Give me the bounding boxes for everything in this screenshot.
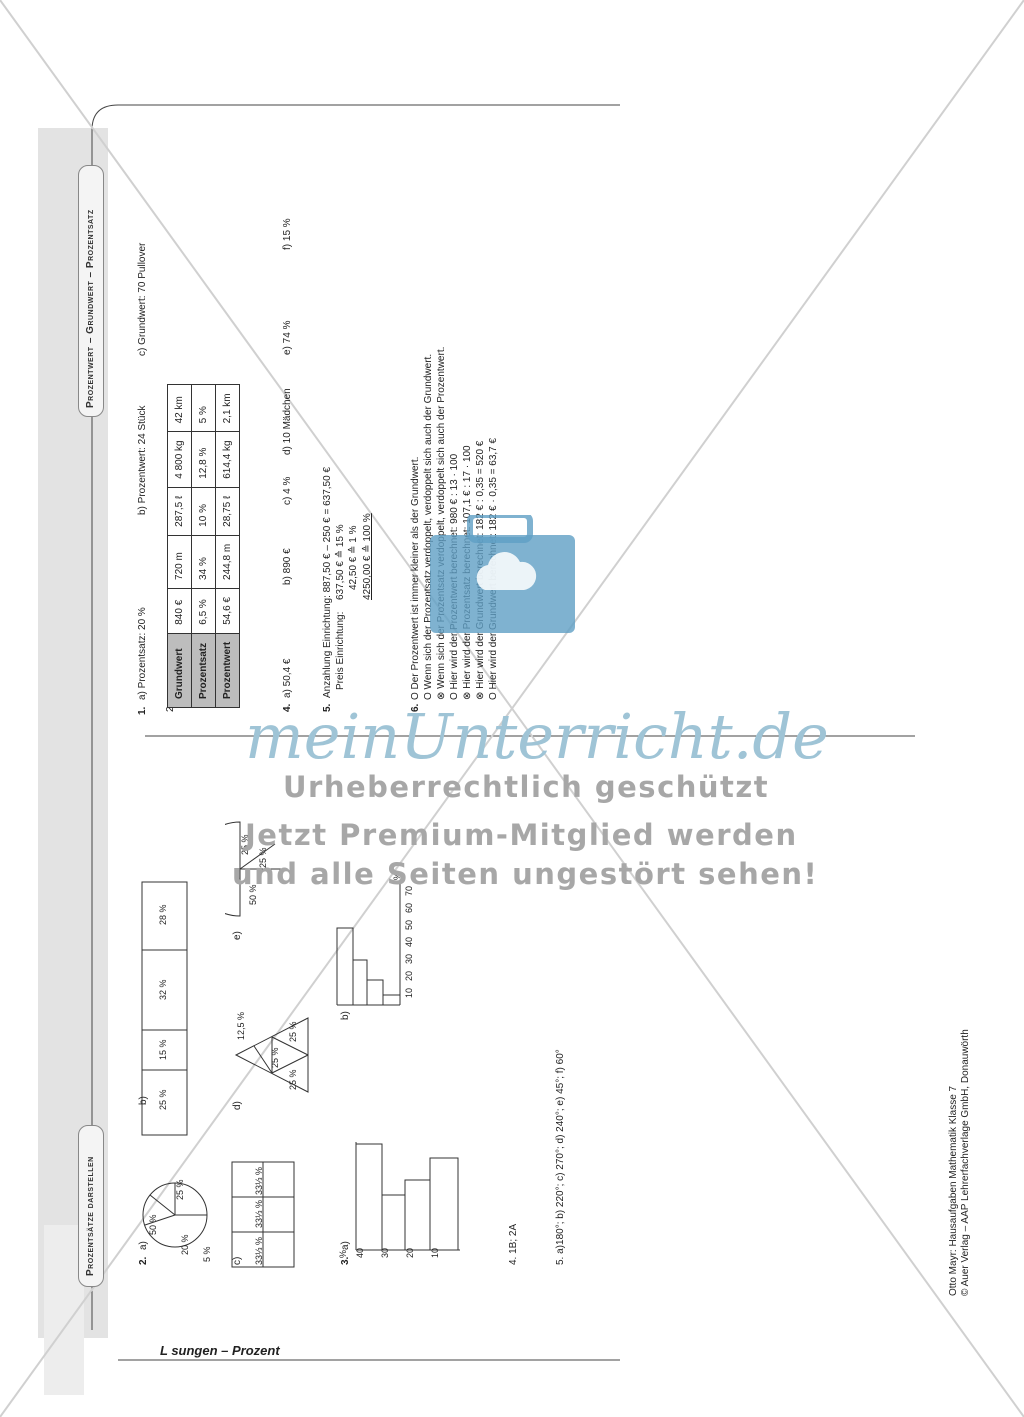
table-cell: 287,5 ℓ — [167, 487, 192, 536]
pie-diagram-a — [142, 1182, 208, 1248]
table-cell: 614,4 kg — [215, 431, 240, 488]
table-cell: 2,1 km — [215, 384, 240, 432]
task2-table: Grundwert 840 € 720 m 287,5 ℓ 4 800 kg 4… — [167, 384, 240, 708]
task4-a: a) 50,4 € — [282, 658, 293, 698]
grid-c-label: 33⅓ % — [254, 1166, 264, 1195]
task3-b-label: b) — [340, 1011, 351, 1020]
strip-b-label: 28 % — [158, 904, 168, 925]
task5-line2: 637,50 € ≙ 15 % — [335, 524, 346, 600]
task6-item: O Der Prozentwert ist immer kleiner als … — [410, 456, 421, 700]
task2b-number: 2. — [138, 1256, 149, 1265]
triangle-d-label: 12,5 % — [236, 1011, 246, 1040]
table-header-prozentsatz: Prozentsatz — [191, 633, 216, 708]
axis-label-b: 10 — [404, 987, 414, 998]
task5-line4: 4250,00 € ≙ 100 % — [362, 513, 373, 600]
axis-label-a: % — [338, 1249, 348, 1258]
table-cell: 34 % — [191, 535, 216, 589]
triangle-d-label: 25 % — [288, 1021, 298, 1042]
axis-label-b: 60 — [404, 902, 414, 913]
table-cell: 42 km — [167, 384, 192, 432]
grid-c-label: 33⅓ % — [254, 1236, 264, 1265]
pie-a-label: 20 % — [180, 1234, 190, 1255]
semicircle-diagram-e — [225, 821, 283, 917]
axis-label-b: 20 — [404, 970, 414, 981]
task1-c: c) Grundwert: 70 Pullover — [137, 242, 148, 356]
triangle-d-label: 25 % — [288, 1069, 298, 1090]
task2b-d-label: d) — [232, 1101, 243, 1110]
table-cell: 10 % — [191, 487, 216, 536]
task2b-e-label: e) — [232, 931, 243, 940]
task4-e: e) 74 % — [282, 320, 293, 355]
pie-a-label: 5 % — [202, 1246, 212, 1262]
task4-d: d) 10 Mädchen — [282, 388, 293, 455]
task1-b: b) Prozentwert: 24 Stück — [137, 405, 148, 516]
table-cell: 840 € — [167, 588, 192, 634]
table-cell: 4 800 kg — [167, 431, 192, 488]
task4-f: f) 15 % — [282, 218, 293, 250]
watermark-line2: Jetzt Premium-Mitglied werden — [245, 818, 798, 852]
task5-line3: 42,50 € ≙ 1 % — [348, 525, 359, 590]
footer-title: L sungen – Prozent — [160, 1343, 280, 1358]
axis-label-b: 40 — [404, 936, 414, 947]
task1-number: 1. — [137, 706, 148, 715]
table-header-prozentwert: Prozentwert — [215, 633, 240, 708]
task4-b: b) 890 € — [282, 548, 293, 585]
task5-line2-label: Preis Einrichtung: — [335, 611, 346, 690]
triangle-diagram-d — [234, 1017, 309, 1093]
watermark-logo: meinUnterricht.de — [245, 700, 829, 773]
table-cell: 12,8 % — [191, 431, 216, 488]
table-header-grundwert: Grundwert — [167, 633, 192, 708]
grid-c-label: 33⅓ % — [254, 1199, 264, 1228]
pie-a-label: 25 % — [175, 1179, 185, 1200]
histogram-a — [355, 1142, 460, 1251]
credits-line2: © Auer Verlag – AAP Lehrerfachverlage Gm… — [960, 1029, 971, 1296]
triangle-d-label: 25 % — [270, 1047, 280, 1068]
pie-a-label: 50 % — [148, 1214, 158, 1235]
task5-line1: Anzahlung Einrichtung: 887,50 € – 250 € … — [322, 466, 333, 698]
watermark-line1: Urheberrechtlich geschützt — [283, 770, 770, 804]
strip-b-label: 32 % — [158, 979, 168, 1000]
task4-c: c) 4 % — [282, 476, 293, 505]
table-cell: 6,5 % — [191, 588, 216, 634]
grid-diagram-c — [231, 1161, 295, 1268]
watermark-line3: und alle Seiten ungestört sehen! — [232, 857, 819, 891]
section-tab-right: Prozentwert – Grundwert – Prozentsatz — [78, 165, 104, 417]
task5b-text: 5. a)180°; b) 220°; c) 270°; d) 240°; e)… — [555, 1049, 566, 1265]
strip-b-label: 15 % — [158, 1039, 168, 1060]
table-cell: 28,75 ℓ — [215, 487, 240, 536]
histogram-b — [336, 882, 401, 1006]
strip-diagram-b — [141, 881, 188, 1136]
briefcase-icon — [430, 515, 575, 633]
table-cell: 5 % — [191, 384, 216, 432]
task1-a: a) Prozentsatz: 20 % — [137, 607, 148, 700]
task4b-text: 4. 1B; 2A — [508, 1223, 519, 1265]
section-tab-left: Prozentsätze darstellen — [78, 1125, 104, 1287]
table-cell: 720 m — [167, 535, 192, 589]
axis-label-b: 30 — [404, 953, 414, 964]
credits-line1: Otto Mayr: Hausaufgaben Mathematik Klass… — [948, 1085, 959, 1296]
strip-b-label: 25 % — [158, 1089, 168, 1110]
axis-label-b: 50 — [404, 919, 414, 930]
table-cell: 244,8 m — [215, 535, 240, 589]
table-cell: 54,6 € — [215, 588, 240, 634]
